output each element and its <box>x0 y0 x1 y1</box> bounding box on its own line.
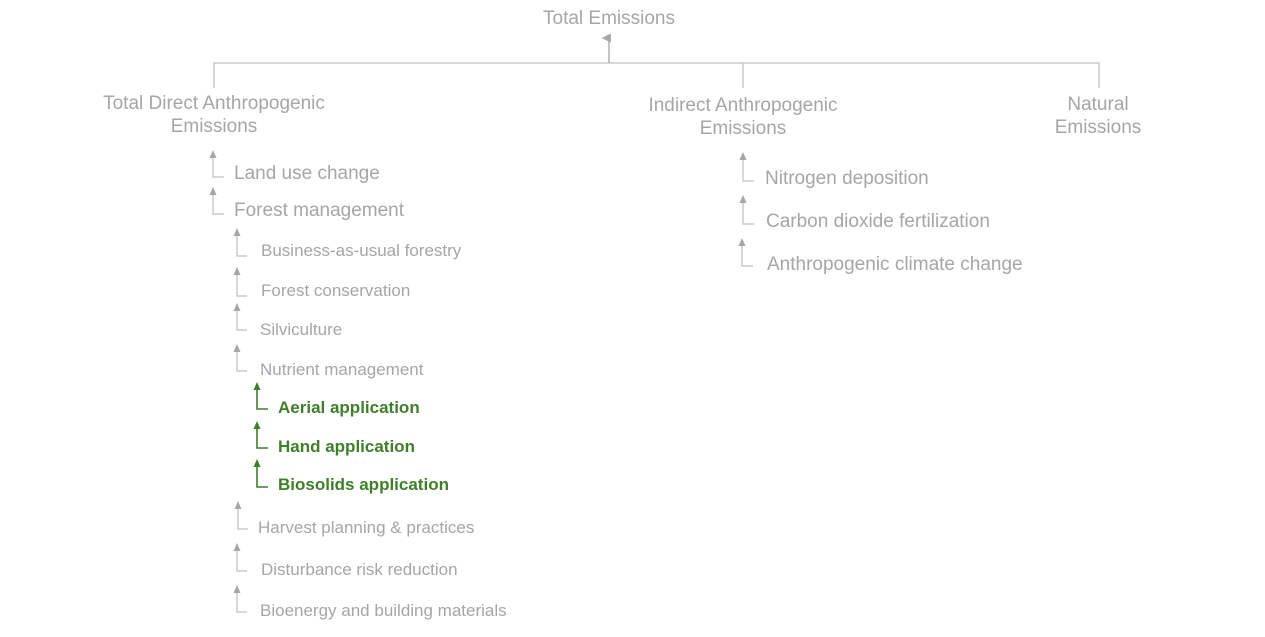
item-anthropogenic-climate-change: Anthropogenic climate change <box>767 254 1023 275</box>
hook-carbon-dioxide-fertilization <box>739 195 754 225</box>
arrowhead-icon <box>233 344 241 352</box>
hook-business-as-usual-forestry <box>233 228 247 257</box>
hook-forest-management <box>209 187 224 215</box>
arrowhead-icon <box>253 382 261 390</box>
item-forest-management: Forest management <box>234 200 405 221</box>
hook-harvest-planning <box>234 501 248 530</box>
arrowhead-icon <box>209 150 217 158</box>
hook-silviculture <box>233 303 247 331</box>
hook-hand-application <box>253 421 268 449</box>
hook-biosolids-application <box>253 459 268 488</box>
arrowhead-icon <box>233 543 241 551</box>
arrowhead-icon <box>739 195 747 203</box>
item-nutrient-management: Nutrient management <box>260 360 424 379</box>
category-direct-line2: Emissions <box>170 115 258 137</box>
hook-aerial-application <box>253 382 268 410</box>
item-disturbance-risk-reduction: Disturbance risk reduction <box>261 560 458 579</box>
item-nitrogen-deposition: Nitrogen deposition <box>765 168 929 189</box>
category-natural-line1: Natural <box>1067 94 1129 115</box>
category-natural: Natural Emissions <box>1055 94 1142 140</box>
arrowhead-icon <box>234 501 242 509</box>
arrowhead-icon <box>233 228 241 236</box>
arrowhead-icon <box>739 152 747 160</box>
item-carbon-dioxide-fertilization: Carbon dioxide fertilization <box>766 211 990 232</box>
hook-forest-conservation <box>233 267 247 297</box>
item-land-use-change: Land use change <box>234 163 380 184</box>
root-title: Total Emissions <box>543 8 675 29</box>
category-direct: Total Direct Anthropogenic Emissions <box>103 93 325 139</box>
item-biosolids-application: Biosolids application <box>278 475 449 494</box>
arrowhead-icon <box>233 267 241 275</box>
arrowhead-icon <box>233 585 241 593</box>
item-forest-conservation: Forest conservation <box>261 281 411 300</box>
hook-disturbance-risk-reduction <box>233 543 247 572</box>
arrowhead-icon <box>233 303 241 311</box>
top-bracket <box>213 62 1100 88</box>
category-indirect: Indirect Anthropogenic Emissions <box>648 95 837 141</box>
item-hand-application: Hand application <box>278 437 415 456</box>
item-bioenergy-building-materials: Bioenergy and building materials <box>260 601 507 620</box>
arrowhead-icon <box>738 238 746 246</box>
item-business-as-usual-forestry: Business-as-usual forestry <box>261 241 462 260</box>
hook-bioenergy-building-materials <box>233 585 247 613</box>
category-indirect-line2: Emissions <box>699 117 787 139</box>
arrowhead-icon <box>253 459 261 467</box>
category-indirect-line1: Indirect Anthropogenic <box>648 95 838 116</box>
hook-nutrient-management <box>233 344 247 372</box>
hook-land-use-change <box>209 150 224 178</box>
hook-anthropogenic-climate-change <box>738 238 753 267</box>
hook-nitrogen-deposition <box>739 152 754 182</box>
arrowhead-icon <box>253 421 261 429</box>
arrowhead-icon <box>209 187 217 195</box>
category-direct-line1: Total Direct Anthropogenic <box>103 93 325 114</box>
item-aerial-application: Aerial application <box>278 398 420 417</box>
item-silviculture: Silviculture <box>260 320 343 339</box>
item-harvest-planning: Harvest planning & practices <box>258 518 475 537</box>
category-natural-line2: Emissions <box>1054 116 1142 138</box>
